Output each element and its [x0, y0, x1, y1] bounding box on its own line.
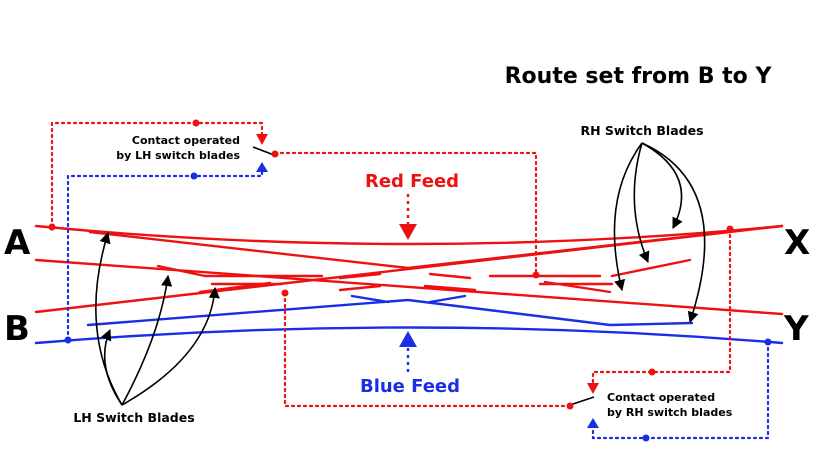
- rh-contact-label-line1: Contact operated: [607, 391, 715, 404]
- red-center-dash-3: [338, 284, 382, 292]
- lh-contact: [48, 119, 540, 344]
- red-right-blade: [610, 258, 692, 278]
- lh-contact-label-line1: Contact operated: [132, 134, 240, 147]
- blue-dash-right: [428, 294, 467, 304]
- blue-dash-left: [350, 294, 390, 304]
- red-center-dash-4: [423, 284, 477, 292]
- rh-switch-blades-label: RH Switch Blades: [580, 123, 703, 138]
- red-right-frog-diag: [543, 280, 612, 294]
- blue-center-v: [86, 298, 694, 327]
- terminal-a-label: A: [4, 223, 31, 263]
- red-rails: [34, 224, 784, 316]
- lh-blade-pointers: [95, 231, 220, 406]
- blue-feed: [399, 331, 417, 372]
- blue-feed-arrow: [399, 331, 417, 347]
- red-rail-a-to-b-side: [34, 258, 784, 316]
- red-feed-label: Red Feed: [365, 171, 459, 192]
- red-center-dash-1: [338, 272, 382, 280]
- rh-contact-wiring: [283, 227, 770, 440]
- red-rail-top-curve: [34, 224, 784, 246]
- rh-blade-pointers: [613, 142, 706, 324]
- red-center-dash-2: [428, 272, 472, 280]
- red-feed-arrow: [399, 224, 417, 240]
- blue-feed-label: Blue Feed: [360, 376, 460, 397]
- diagram-title: Route set from B to Y: [505, 64, 773, 89]
- red-left-blade-1: [156, 264, 207, 278]
- terminal-b-label: B: [4, 309, 30, 349]
- blue-rail-bottom: [34, 326, 784, 345]
- rh-contact-label-line2: by RH switch blades: [607, 406, 733, 419]
- lh-contact-wiring: [50, 121, 538, 342]
- lh-switch-blades-label: LH Switch Blades: [73, 410, 194, 425]
- red-left-v-upper: [88, 230, 730, 270]
- rh-contact: [281, 225, 772, 442]
- terminal-x-label: X: [784, 223, 810, 263]
- red-feed: [399, 194, 417, 240]
- terminal-y-label: Y: [783, 309, 809, 349]
- blue-rails: [34, 294, 784, 345]
- lh-contact-label-line2: by LH switch blades: [116, 149, 240, 162]
